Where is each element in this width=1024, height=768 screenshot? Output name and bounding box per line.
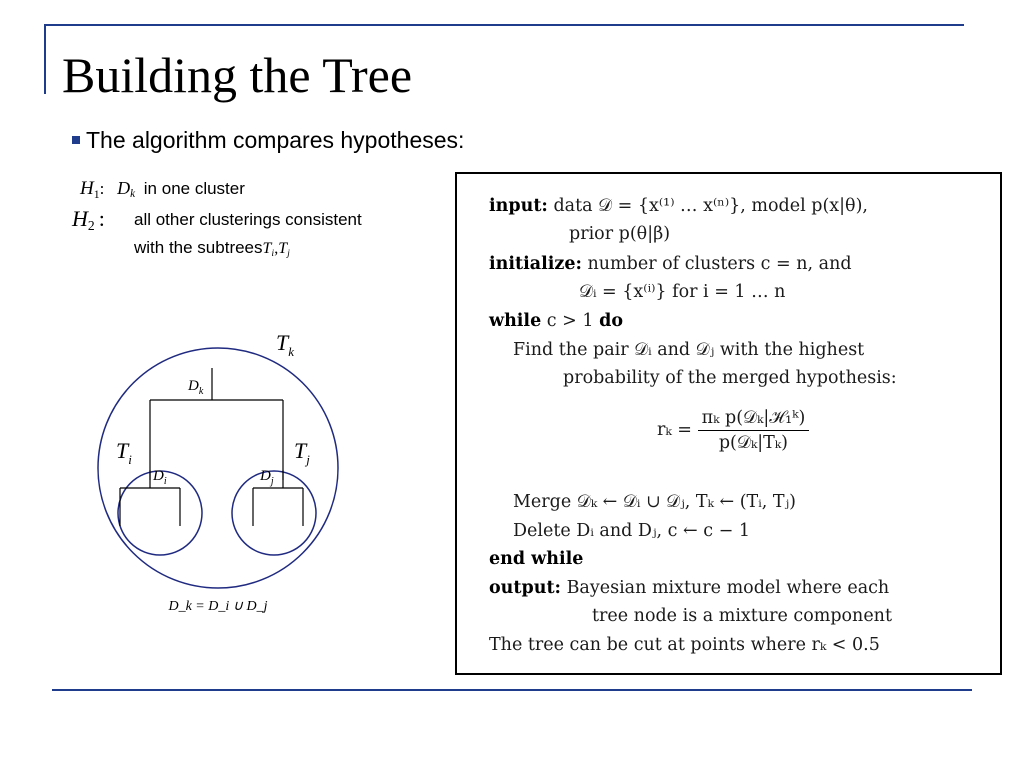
h1-data-subscript: k bbox=[130, 188, 136, 201]
union-formula: D_k = D_i ∪ D_j bbox=[167, 599, 267, 614]
algo-cut-line: The tree can be cut at points where rₖ <… bbox=[489, 635, 880, 655]
ti-circle bbox=[117, 470, 203, 556]
algorithm-box: input: data 𝒟 = {x⁽¹⁾ … x⁽ⁿ⁾}, model p(x… bbox=[455, 172, 1002, 675]
h2-symbol: H2 bbox=[72, 206, 95, 234]
algo-while-line: while c > 1 do bbox=[489, 311, 623, 331]
algo-endwhile-line: end while bbox=[489, 549, 583, 569]
algo-merge-line: Merge 𝒟ₖ ← 𝒟ᵢ ∪ 𝒟ⱼ, Tₖ ← (Tᵢ, Tⱼ) bbox=[513, 492, 796, 512]
h2-colon: : bbox=[98, 206, 105, 231]
slide-title: Building the Tree bbox=[62, 47, 413, 103]
input-text: data 𝒟 = {x⁽¹⁾ … x⁽ⁿ⁾}, model p(x|θ), bbox=[553, 196, 868, 216]
algo-input-line2: prior p(θ|β) bbox=[569, 224, 671, 244]
h1-subscript: 1 bbox=[93, 187, 100, 201]
do-keyword: do bbox=[599, 311, 624, 331]
h2-text-line2: with the subtreesTi,Tj bbox=[134, 236, 290, 263]
dk-label: Dk bbox=[187, 378, 204, 397]
hypothesis-h2: H2: all other clusterings consistent wit… bbox=[72, 206, 362, 259]
h2-ti: T bbox=[262, 240, 272, 257]
h2-ti-sub: i bbox=[271, 247, 275, 259]
tk-label: Tk bbox=[276, 330, 294, 359]
algo-output-line2: tree node is a mixture component bbox=[592, 606, 892, 626]
end-while-keyword: end while bbox=[489, 549, 584, 569]
h2-text-line1: all other clusterings consistent bbox=[134, 210, 362, 229]
algo-find-line: Find the pair 𝒟ᵢ and 𝒟ⱼ with the highest bbox=[513, 340, 865, 360]
tj-label: Tj bbox=[294, 438, 310, 467]
h1-colon: : bbox=[99, 179, 105, 198]
algo-delete-line: Delete Dᵢ and Dⱼ, c ← c − 1 bbox=[513, 521, 750, 541]
h1-data-letter: D bbox=[117, 178, 131, 198]
h2-subscript: 2 bbox=[87, 218, 95, 234]
initialize-keyword: initialize: bbox=[489, 254, 582, 274]
h1-text: in one cluster bbox=[143, 179, 245, 198]
h2-text-line2-label: with the subtrees bbox=[134, 238, 263, 257]
output-keyword: output: bbox=[489, 578, 561, 598]
bullet-item: The algorithm compares hypotheses: bbox=[72, 125, 464, 155]
algo-init-line: initialize: number of clusters c = n, an… bbox=[489, 254, 852, 274]
title-accent-left-rule bbox=[44, 24, 46, 94]
output-text: Bayesian mixture model where each bbox=[566, 578, 890, 598]
h1-data-symbol: Dk bbox=[117, 178, 136, 201]
h2-subtrees-symbols: Ti,Tj bbox=[262, 240, 290, 259]
h2-comma: , bbox=[274, 240, 279, 257]
input-keyword: input: bbox=[489, 196, 548, 216]
tk-circle bbox=[97, 347, 339, 589]
init-text: number of clusters c = n, and bbox=[587, 254, 852, 274]
rk-denominator: p(𝒟ₖ|Tₖ) bbox=[718, 433, 789, 453]
hypothesis-h1: H1: Dk in one cluster bbox=[80, 176, 245, 203]
rk-fraction: πₖ p(𝒟ₖ|ℋ₁ᵏ)p(𝒟ₖ|Tₖ) bbox=[697, 408, 810, 453]
rk-lhs: rₖ = bbox=[657, 420, 692, 440]
algo-find-line2: probability of the merged hypothesis: bbox=[563, 368, 897, 388]
ti-label: Ti bbox=[116, 438, 132, 467]
while-keyword: while bbox=[489, 311, 542, 331]
h2-tj-sub: j bbox=[287, 247, 290, 259]
tj-circle bbox=[231, 470, 317, 556]
algo-input-line: input: data 𝒟 = {x⁽¹⁾ … x⁽ⁿ⁾}, model p(x… bbox=[489, 196, 868, 216]
bullet-text: The algorithm compares hypotheses: bbox=[86, 127, 465, 153]
rk-numerator: πₖ p(𝒟ₖ|ℋ₁ᵏ) bbox=[697, 408, 810, 431]
h2-letter: H bbox=[72, 206, 88, 231]
h2-tj: T bbox=[278, 240, 288, 257]
title-accent-top-rule bbox=[44, 24, 964, 26]
footer-rule bbox=[52, 689, 972, 691]
di-label: Di bbox=[152, 468, 167, 487]
h1-symbol: H1 bbox=[80, 178, 100, 201]
algo-init-line2: 𝒟ᵢ = {x⁽ⁱ⁾} for i = 1 … n bbox=[579, 282, 786, 302]
h1-letter: H bbox=[80, 178, 94, 199]
while-condition: c > 1 bbox=[546, 311, 594, 331]
bullet-square-icon bbox=[72, 135, 80, 144]
tree-diagram: Tk Dk Ti Tj Di Dj D_k = D_i ∪ D_j bbox=[97, 330, 339, 614]
dj-label: Dj bbox=[259, 468, 274, 487]
algo-output-line: output: Bayesian mixture model where eac… bbox=[489, 578, 889, 598]
algo-rk-formula: rₖ = πₖ p(𝒟ₖ|ℋ₁ᵏ)p(𝒟ₖ|Tₖ) bbox=[657, 408, 810, 453]
